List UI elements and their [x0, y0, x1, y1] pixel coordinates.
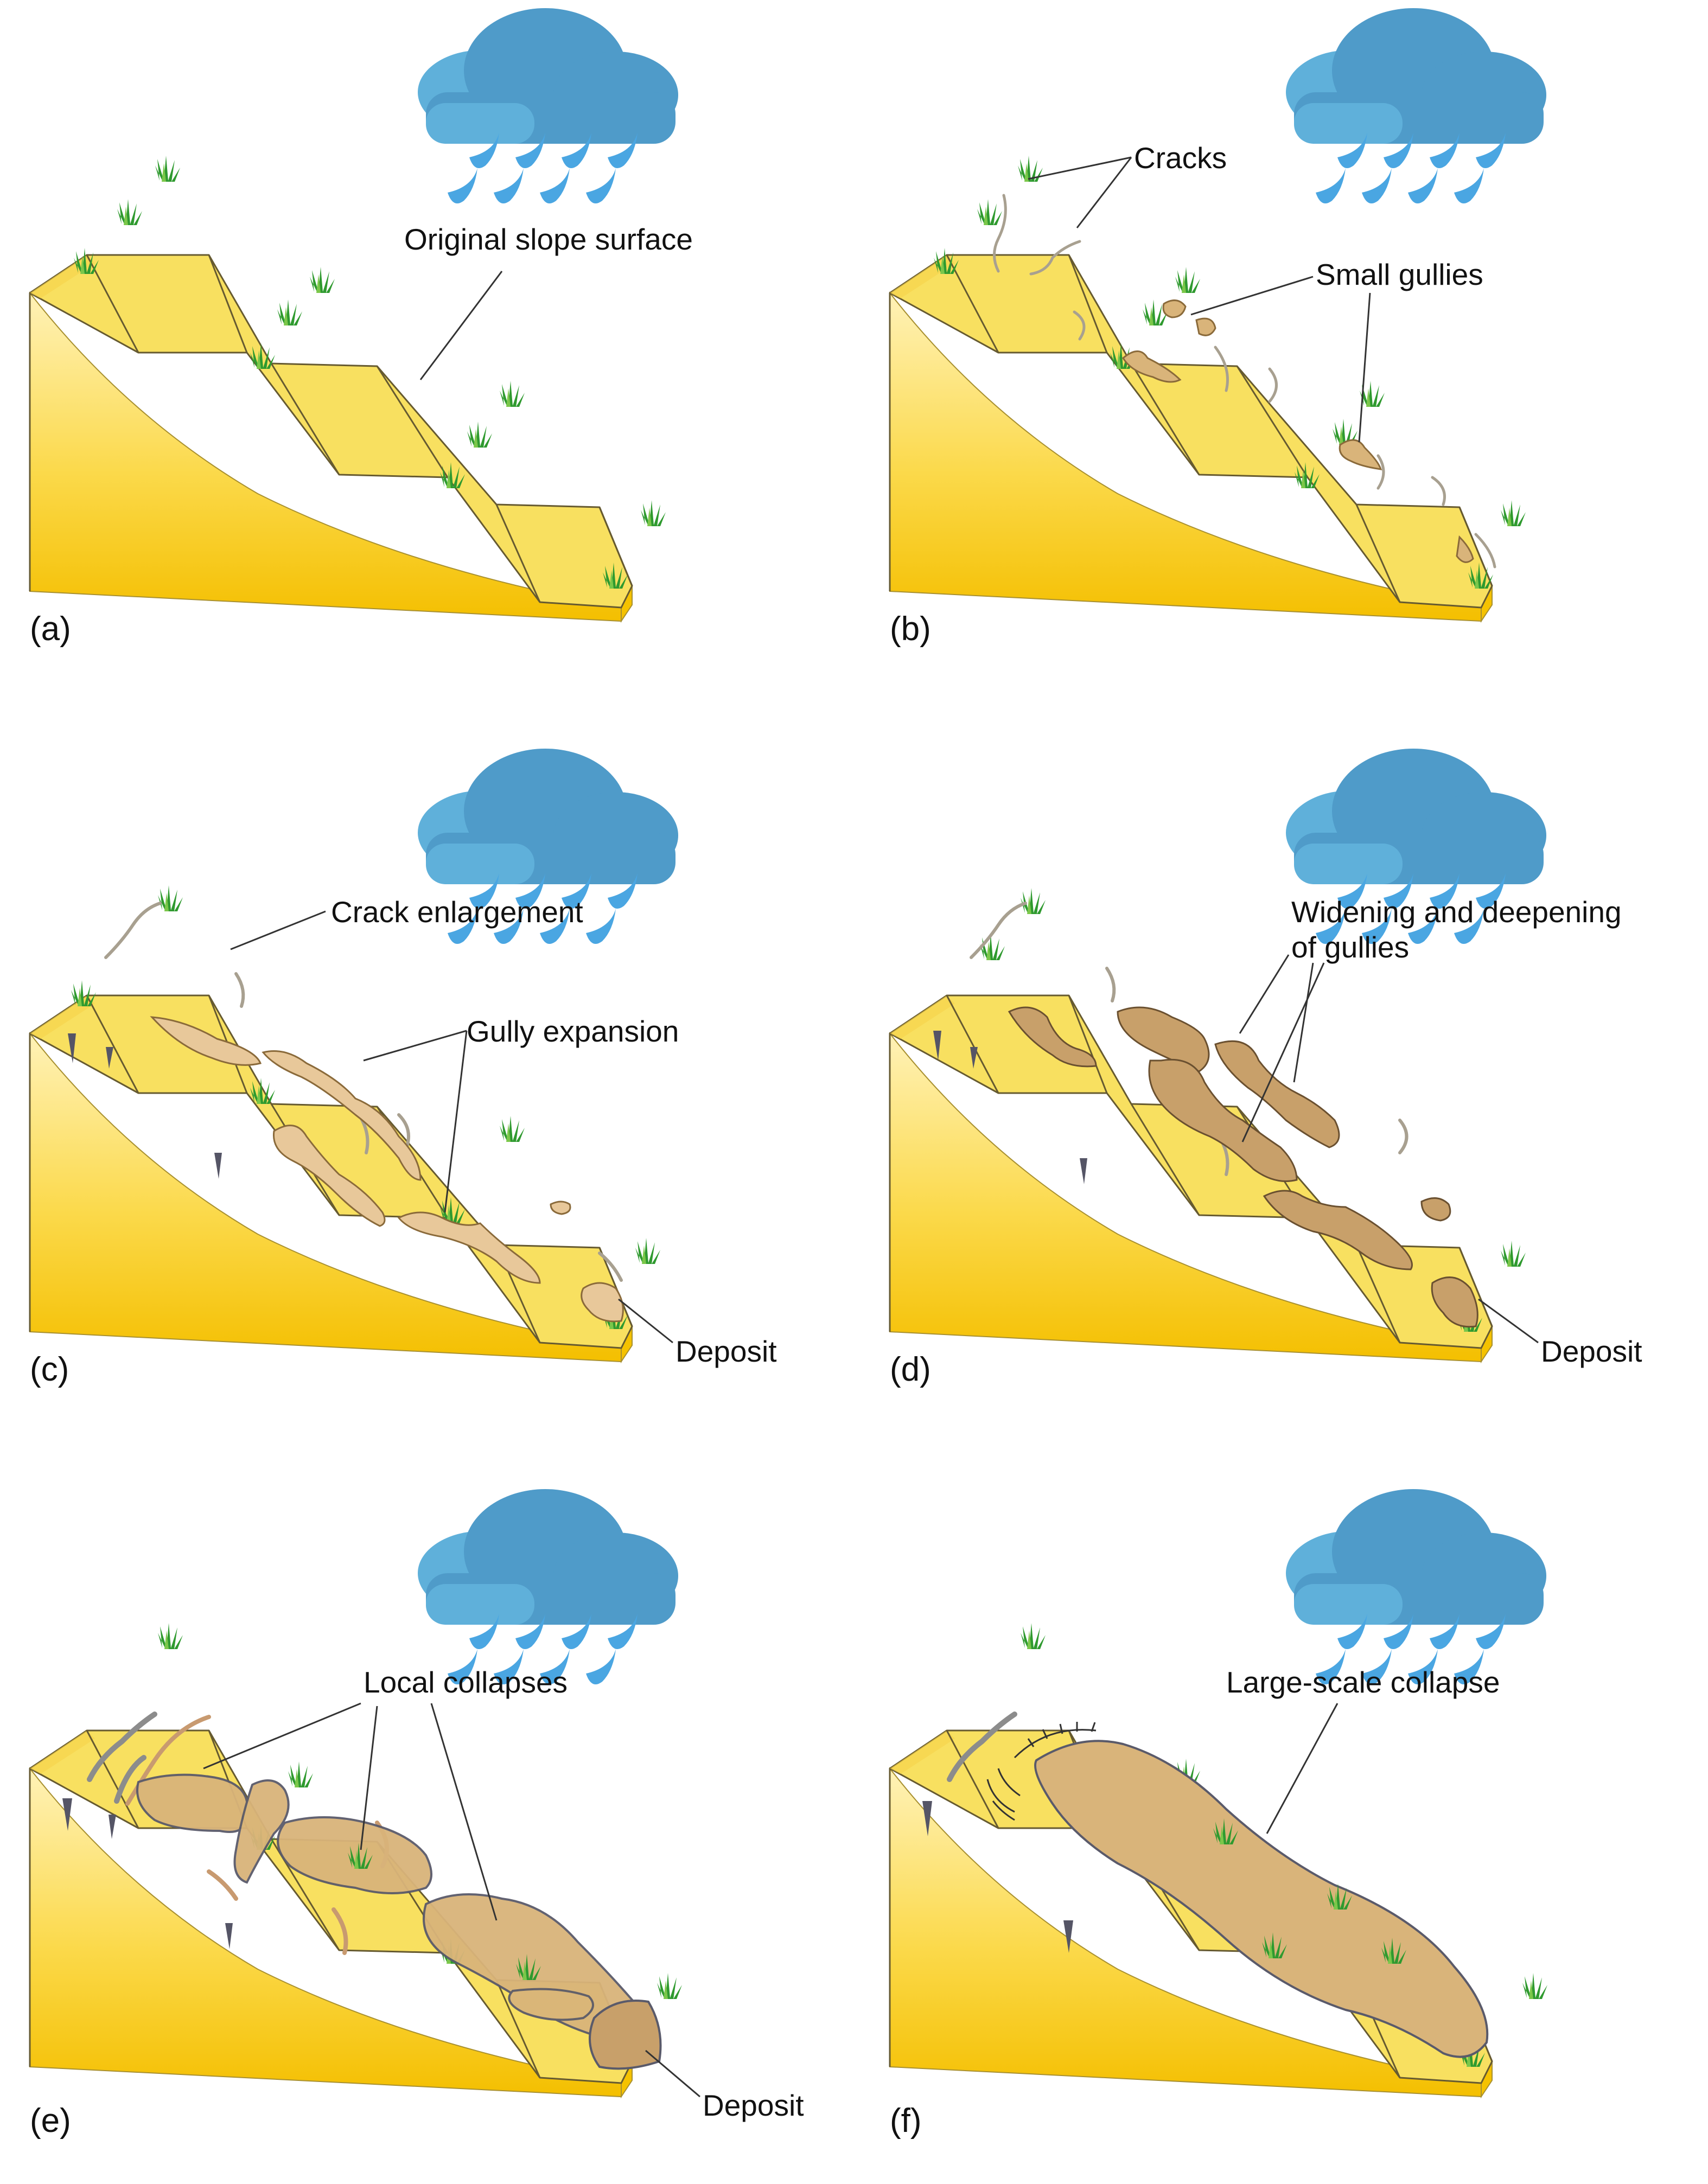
label-small-gullies: Small gullies: [1316, 258, 1483, 291]
crack-lines: [993, 194, 1496, 569]
label-large-scale-collapse: Large-scale collapse: [1226, 1665, 1500, 1699]
slope-block: [29, 254, 633, 622]
slope-block: [889, 254, 1493, 622]
tension-arcs: [986, 1729, 1097, 1821]
panel-c: Crack enlargement Gully expansion Deposi…: [29, 749, 776, 1388]
grass-tuft-icon: [1175, 267, 1200, 293]
label-deposit-c: Deposit: [675, 1334, 776, 1368]
grass-tuft-icon: [1501, 500, 1526, 526]
panel-tag-e: (e): [30, 2102, 71, 2140]
wide-cracks: [87, 1712, 157, 1804]
scarp-ticks: [1027, 1722, 1096, 1747]
panel-tag-d: (d): [890, 1351, 931, 1388]
grass-tuft-icon: [277, 299, 302, 325]
grass-tuft-icon: [155, 156, 180, 182]
rain-cloud-icon: [1286, 1489, 1546, 1684]
crack-wedges: [68, 1033, 222, 1179]
grass-tuft-icon: [977, 199, 1002, 225]
label-gully-expansion: Gully expansion: [467, 1014, 679, 1048]
grass-tuft-icon: [657, 1973, 682, 1999]
label-local-collapses: Local collapses: [364, 1665, 568, 1699]
panel-e: Local collapses Deposit (e): [29, 1489, 804, 2140]
panel-b: Cracks Small gullies (b): [889, 8, 1546, 648]
panel-tag-c: (c): [30, 1351, 69, 1388]
grass-tuft-icon: [158, 1623, 183, 1649]
label-crack-enlargement: Crack enlargement: [331, 895, 583, 929]
large-scale-collapse-mass: [1034, 1740, 1489, 2058]
grass-tuft-icon: [310, 267, 335, 293]
rain-cloud-icon: [418, 8, 678, 203]
panel-f: Large-scale collapse (f): [889, 1489, 1547, 2140]
crack-wedges: [933, 1031, 1087, 1184]
grass-tuft-icon: [467, 422, 492, 448]
rain-cloud-icon: [418, 1489, 678, 1684]
grass-tuft-icon: [980, 934, 1005, 960]
grass-tuft-icon: [635, 1238, 660, 1264]
label-deposit-d: Deposit: [1541, 1334, 1642, 1368]
panel-tag-b: (b): [890, 610, 931, 648]
grass-tuft-icon: [641, 500, 666, 526]
grass-tuft-icon: [117, 199, 142, 225]
grass-tuft-icon: [1501, 1241, 1526, 1267]
label-widening-line1: Widening and deepening: [1291, 895, 1622, 929]
grass-tuft-icon: [1522, 1973, 1547, 1999]
expanding-gullies: [150, 1016, 624, 1323]
label-widening-line2: of gullies: [1291, 930, 1409, 964]
panel-d: Widening and deepening of gullies Deposi…: [889, 749, 1642, 1388]
grass-tuft-icon: [288, 1761, 313, 1787]
label-cracks: Cracks: [1134, 141, 1227, 175]
crack-wedges: [922, 1801, 1073, 1953]
panel-tag-f: (f): [890, 2102, 922, 2140]
panel-tag-a: (a): [30, 610, 71, 648]
grass-tuft-icon: [500, 1116, 525, 1142]
wide-cracks: [947, 1712, 1017, 1782]
rain-cloud-icon: [1286, 8, 1546, 203]
grass-tuft-icon: [1021, 1623, 1046, 1649]
grass-tuft-icon: [1021, 888, 1046, 914]
label-deposit-e: Deposit: [703, 2089, 804, 2122]
panel-a: Original slope surface (a): [29, 8, 693, 648]
widened-gullies: [1008, 1006, 1478, 1328]
label-original-slope-surface: Original slope surface: [404, 222, 693, 256]
small-gullies: [1122, 299, 1474, 563]
grass-tuft-icon: [500, 381, 525, 407]
grass-tuft-icon: [158, 885, 183, 911]
crack-wedges: [62, 1798, 233, 1949]
